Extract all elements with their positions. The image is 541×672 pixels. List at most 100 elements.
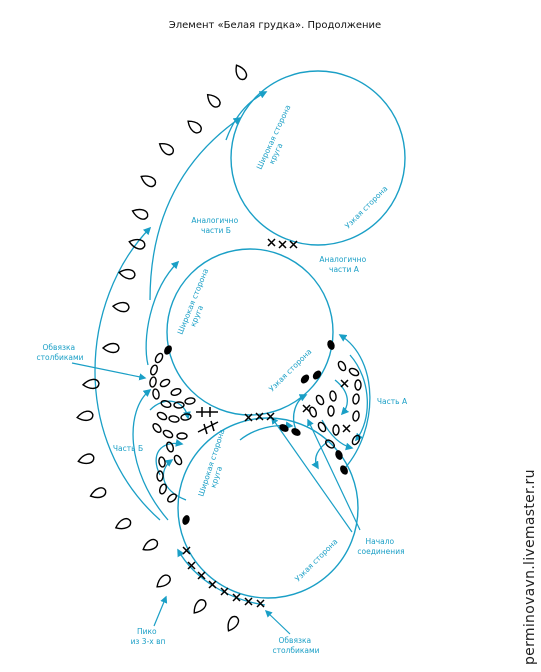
- picot-icon: [158, 143, 174, 156]
- sc-icon: [244, 413, 253, 422]
- chain-icon: [332, 424, 340, 436]
- sc-bottom-edge: [182, 546, 265, 608]
- sc-icon: [187, 561, 196, 570]
- label-join-start: Начало соединения: [357, 537, 404, 556]
- chain-icon: [180, 413, 192, 421]
- chain-icon: [167, 493, 177, 503]
- picot-icon: [187, 120, 202, 134]
- chain-icon: [152, 388, 160, 400]
- picot-icon: [156, 574, 171, 588]
- sc-icon: [197, 571, 206, 580]
- chain-icon: [168, 415, 180, 423]
- chain-icon: [159, 483, 167, 495]
- sc-icon: [302, 404, 311, 413]
- dc-icon: [196, 407, 218, 417]
- label-wide-side-bottom: Широкая сторона круга: [196, 426, 236, 501]
- picot-icon: [235, 64, 248, 81]
- chain-icon: [309, 406, 317, 418]
- arc-join-mid: [292, 394, 308, 431]
- chain-icon: [156, 470, 164, 482]
- chain-icon: [352, 410, 360, 422]
- label-edging-bottom: Обвязка столбиками: [272, 636, 319, 655]
- arc-part-b-inner: [155, 439, 184, 476]
- arc-bottom-entry: [239, 421, 294, 441]
- picot-icon: [142, 538, 159, 551]
- chain-icon: [160, 400, 172, 408]
- sc-icon: [220, 587, 229, 596]
- arc-part-b-low: [162, 459, 187, 501]
- circle-top: [230, 70, 406, 246]
- chain-icon: [351, 434, 361, 446]
- arc-part-b-left: [132, 389, 169, 521]
- chain-icon: [170, 388, 182, 396]
- chain-icon: [156, 411, 168, 421]
- sc-icon: [208, 580, 217, 589]
- slip-stitch-icon: [164, 345, 172, 355]
- picot-icon: [114, 518, 132, 530]
- chain-icon: [325, 439, 335, 449]
- arc-join-right: [311, 439, 331, 470]
- arc-to-top: [149, 117, 242, 301]
- arc-part-a-right: [349, 354, 368, 442]
- chain-icon: [337, 360, 347, 372]
- chain-icon: [150, 364, 158, 376]
- picot-icon: [81, 378, 100, 390]
- chain-icon: [176, 432, 188, 440]
- circle-bottom: [177, 417, 359, 599]
- picot-icon: [140, 175, 157, 188]
- chain-icon: [348, 367, 360, 377]
- chain-icon: [354, 379, 362, 391]
- arc-left-mid: [145, 260, 180, 366]
- dc-icon: [197, 420, 219, 435]
- label-similar-a: Аналогично части А: [319, 255, 368, 274]
- label-narrow-side-bottom: Узкая сторона: [293, 537, 339, 583]
- chain-icon: [173, 454, 183, 466]
- picot-icon: [128, 238, 146, 250]
- chain-icon: [162, 429, 174, 439]
- sc-icon: [289, 240, 298, 249]
- sc-part-a: [302, 379, 351, 433]
- watermark: perminovavn.livemaster.ru: [522, 469, 538, 665]
- chain-icon: [317, 421, 327, 433]
- diagram-title: Элемент «Белая грудка». Продолжение: [169, 20, 381, 31]
- sc-top-join: [267, 238, 298, 249]
- slip-stitch-icon: [327, 340, 335, 350]
- label-picot: Пико из 3-х вп: [131, 627, 166, 646]
- chain-icon: [329, 390, 337, 402]
- sc-icon: [256, 599, 265, 608]
- slip-stitch-icon: [300, 374, 310, 384]
- picot-icon: [111, 301, 130, 313]
- picot-icon: [89, 487, 107, 499]
- picot-icon: [227, 615, 240, 632]
- pointer-join-start-2: [307, 418, 361, 531]
- arc-part-a-inner-1: [334, 379, 350, 416]
- chain-icon: [327, 405, 335, 417]
- chain-icon: [315, 394, 325, 406]
- slip-stitch-icon: [340, 465, 348, 475]
- tall-stitches-part-b: [196, 407, 219, 435]
- chain-icon: [152, 423, 162, 433]
- chain-icon: [158, 456, 166, 468]
- sc-icon: [267, 238, 276, 247]
- label-similar-b: Аналогично части Б: [191, 216, 240, 235]
- sc-icon: [278, 240, 287, 249]
- slip-stitch-icon: [279, 424, 289, 432]
- pointer-edging-bottom: [264, 610, 291, 635]
- pointer-picot: [153, 595, 168, 627]
- picot-icon: [76, 410, 94, 422]
- label-wide-side-top: Широкая сторона круга: [255, 101, 302, 174]
- sc-mid-join: [244, 412, 275, 422]
- arc-part-a-outer: [338, 334, 371, 469]
- chain-icon: [166, 441, 174, 453]
- picot-icon: [101, 342, 120, 354]
- arc-outer-left: [94, 226, 161, 521]
- picot-icon: [206, 93, 221, 108]
- sc-icon: [232, 593, 241, 602]
- chain-part-a: [309, 360, 362, 449]
- pointer-join-start-1: [271, 416, 353, 533]
- picot-icon: [77, 453, 95, 465]
- chain-icon: [352, 393, 360, 405]
- picot-icon: [118, 268, 136, 280]
- sc-icon: [342, 424, 351, 433]
